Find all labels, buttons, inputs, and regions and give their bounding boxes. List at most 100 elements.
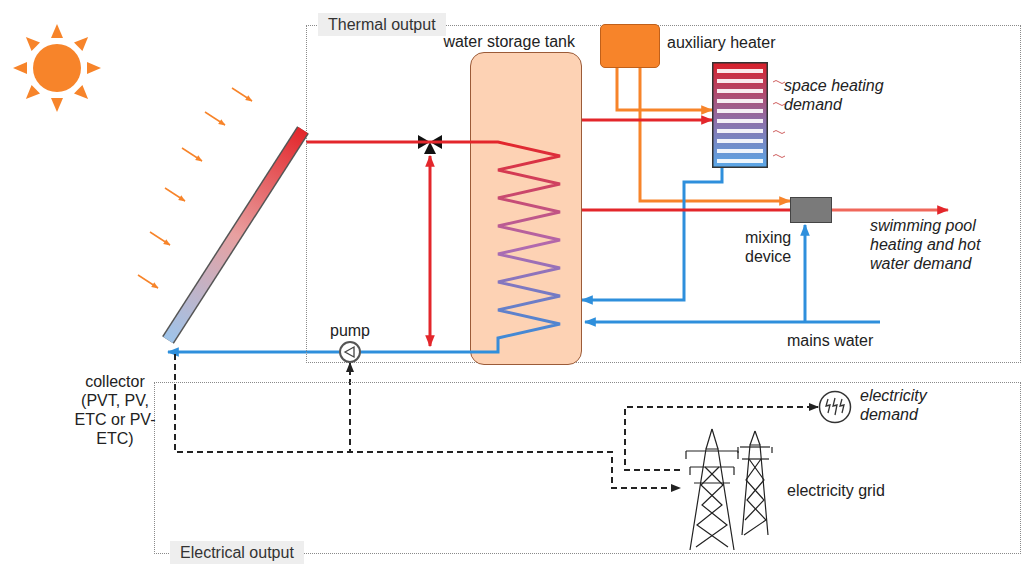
drawing-part [744,459,766,535]
demand-symbol: electricity demand [818,390,852,424]
drawing-part [168,130,303,340]
node-label: mixing device [745,228,799,266]
drawing-part [470,142,560,352]
supply-label: mains water [787,331,897,350]
drawing-part [742,445,768,535]
drawing-part [205,112,225,125]
drawing-part [717,89,763,93]
radiator-symbol [712,62,768,168]
node-label: water storage tank [375,32,575,51]
drawing-part [840,399,844,413]
pipe-connector [617,68,712,110]
drawing-part [165,188,185,201]
drawing-part [585,321,880,324]
drawing-part [717,139,763,143]
drawing-part [690,449,734,550]
pump: pump [339,341,361,363]
drawing-part [717,99,763,103]
heat-exchanger-coil [470,52,582,365]
node-label: electricity grid [787,481,885,500]
electric-connector [175,354,680,488]
drawing-part [706,429,712,449]
drawing-part [13,62,27,74]
drawing-part [345,347,354,357]
drawing-part [820,392,851,423]
drawing-part [804,225,807,322]
drawing-part [13,24,101,112]
radiator: space heating demand [712,62,768,168]
node-label: auxiliary heater [667,33,776,52]
drawing-part [712,429,718,449]
node-label: collector (PVT, PV, ETC or PV-ETC) [65,372,165,448]
drawing-part [74,37,88,51]
drawing-part [717,69,763,73]
drawing-part [826,398,844,415]
drawing-part [686,429,772,550]
three-way-valve [418,135,442,154]
drawing-part [717,159,763,163]
drawing-part [833,398,837,415]
drawing-part [717,79,763,83]
output-region: Electrical outputelectricity demandelect… [155,383,1020,553]
drawing-part [694,482,730,483]
drawing-part [826,399,830,413]
electricity-demand-symbol [818,390,852,424]
drawing-part [686,450,738,451]
drawing-part [750,431,755,445]
drawing-part [773,103,785,106]
drawing-part [717,119,763,123]
drawing-part [51,98,63,112]
region-heading: Electrical output [170,541,304,564]
collector-panel [162,126,306,354]
pipe-connector [306,141,470,144]
pipe-connector [168,351,339,354]
mixing-box: mixing device [790,197,832,223]
drawing-part [771,447,772,453]
drawing-part [182,148,202,161]
heater-box: auxiliary heater [600,24,660,68]
drawing-part [773,155,785,158]
drawing-part [742,458,769,459]
pool-outlet-pipe [832,210,948,211]
drawing-part [232,88,252,101]
collector: collector (PVT, PV, ETC or PV-ETC) [162,126,306,354]
bypass-pipe [430,156,431,346]
pipe-connector [361,351,470,354]
node-label: electricity demand [860,386,950,424]
drawing-part [696,467,727,547]
drawing-part [717,109,763,113]
node-label: pump [330,321,370,340]
drawing-part [755,431,760,445]
drawing-part [33,44,81,92]
drawing-part [168,130,303,340]
mains-water-pipe [585,225,880,322]
pipe-connector [582,209,790,212]
drawing-part [150,232,170,245]
storage-tank: water storage tank [470,52,582,365]
drawing-part [717,149,763,153]
pump-symbol [339,341,361,363]
drawing-part [87,62,101,74]
drawing-part [740,446,770,447]
drawing-part [424,142,436,154]
drawing-part [745,459,764,520]
drawing-part [138,275,158,288]
drawing-part [689,467,690,475]
drawing-part [51,24,63,38]
output-region: Thermal outputauxiliary heaterwater stor… [307,26,1020,362]
drawing-part [26,85,40,99]
pipe-connector [582,119,712,122]
region-heading: Thermal output [318,13,446,36]
pipe-connector [582,168,722,300]
electric-connector [625,407,818,470]
electric-connector [175,354,350,452]
drawing-part [773,81,785,84]
drawing-part [74,85,88,99]
drawing-part [713,63,768,168]
drawing-part [737,451,738,459]
drawing-part [733,467,734,475]
grid-symbol: electricity grid [680,425,775,552]
sun-rays [138,88,252,288]
drawing-part [685,451,686,459]
